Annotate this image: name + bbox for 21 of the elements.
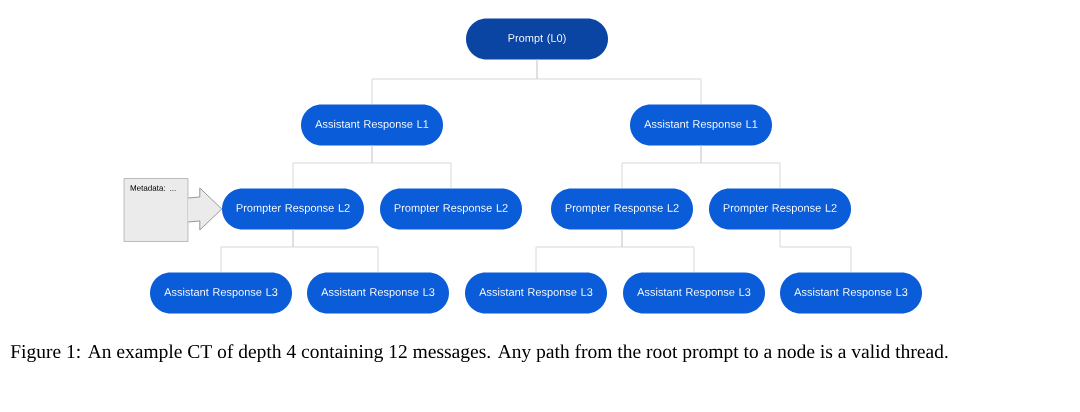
message-node: Prompter Response L2 <box>222 188 364 230</box>
note-box: Metadata: ... <box>123 178 189 242</box>
block-arrow <box>187 187 223 231</box>
message-node: Assistant Response L3 <box>780 272 922 314</box>
message-node: Assistant Response L1 <box>301 104 443 146</box>
connector-line <box>621 229 695 273</box>
connector-line <box>536 59 702 105</box>
caption: Figure 1: An example CT of depth 4 containing 12 messages. Any path from the root prompt to a node is a valid thread. <box>10 344 948 363</box>
message-node: Prompter Response L2 <box>551 188 693 230</box>
root-node: Prompt (L0) <box>466 18 608 60</box>
message-node: Assistant Response L3 <box>465 272 607 314</box>
message-node: Assistant Response L1 <box>630 104 772 146</box>
connector-line <box>779 229 852 273</box>
message-node: Prompter Response L2 <box>709 188 851 230</box>
connector-line <box>371 145 452 189</box>
message-node: Assistant Response L3 <box>307 272 449 314</box>
connector-line <box>292 229 379 273</box>
message-node: Prompter Response L2 <box>380 188 522 230</box>
message-node: Assistant Response L3 <box>150 272 292 314</box>
connector-line <box>700 145 781 189</box>
message-node: Assistant Response L3 <box>623 272 765 314</box>
